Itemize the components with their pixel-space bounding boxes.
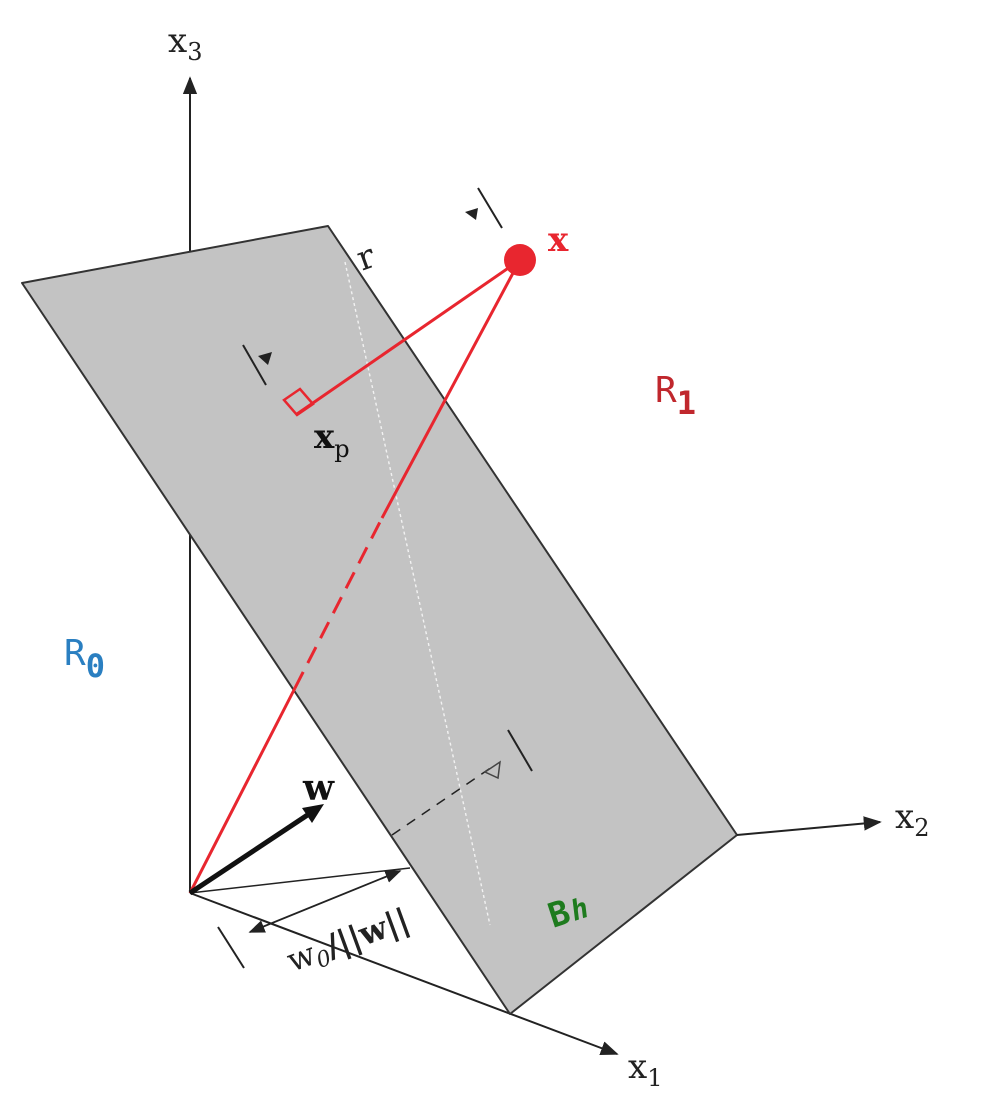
w-label: w	[302, 767, 335, 809]
R1-label: R1	[655, 370, 696, 422]
xp-to-x-line	[296, 258, 521, 416]
x1-label: x1	[628, 1047, 662, 1092]
normal-tick	[507, 729, 533, 772]
decision-plane	[21, 225, 738, 1015]
origin-to-x-line-hidden	[293, 517, 384, 689]
r-arrow-lower	[258, 352, 272, 365]
r-tick-lower	[242, 344, 267, 386]
point-x-label: x	[548, 220, 569, 260]
xp-label: xp	[314, 417, 350, 463]
plane-guide-line	[344, 261, 491, 926]
dashed-normal-line	[391, 766, 493, 836]
w-vector	[188, 809, 314, 896]
w-vector-head	[302, 804, 324, 823]
normal-arrow-tip	[483, 760, 501, 780]
point-x	[504, 244, 536, 276]
x2-label: x2	[895, 797, 929, 842]
w0-distance-arrow	[248, 870, 402, 933]
origin-to-x-line-lower	[188, 687, 297, 894]
r-tick-upper	[477, 187, 503, 229]
r-arrow-upper	[465, 208, 478, 220]
x3-label: x3	[168, 21, 202, 66]
x2-axis	[736, 816, 882, 836]
right-angle-marker	[282, 387, 315, 417]
Bh-label: Bh	[543, 886, 593, 936]
origin-to-x-line-upper	[380, 259, 522, 519]
w0-tick-left	[217, 926, 245, 969]
R0-label: R0	[64, 633, 105, 685]
